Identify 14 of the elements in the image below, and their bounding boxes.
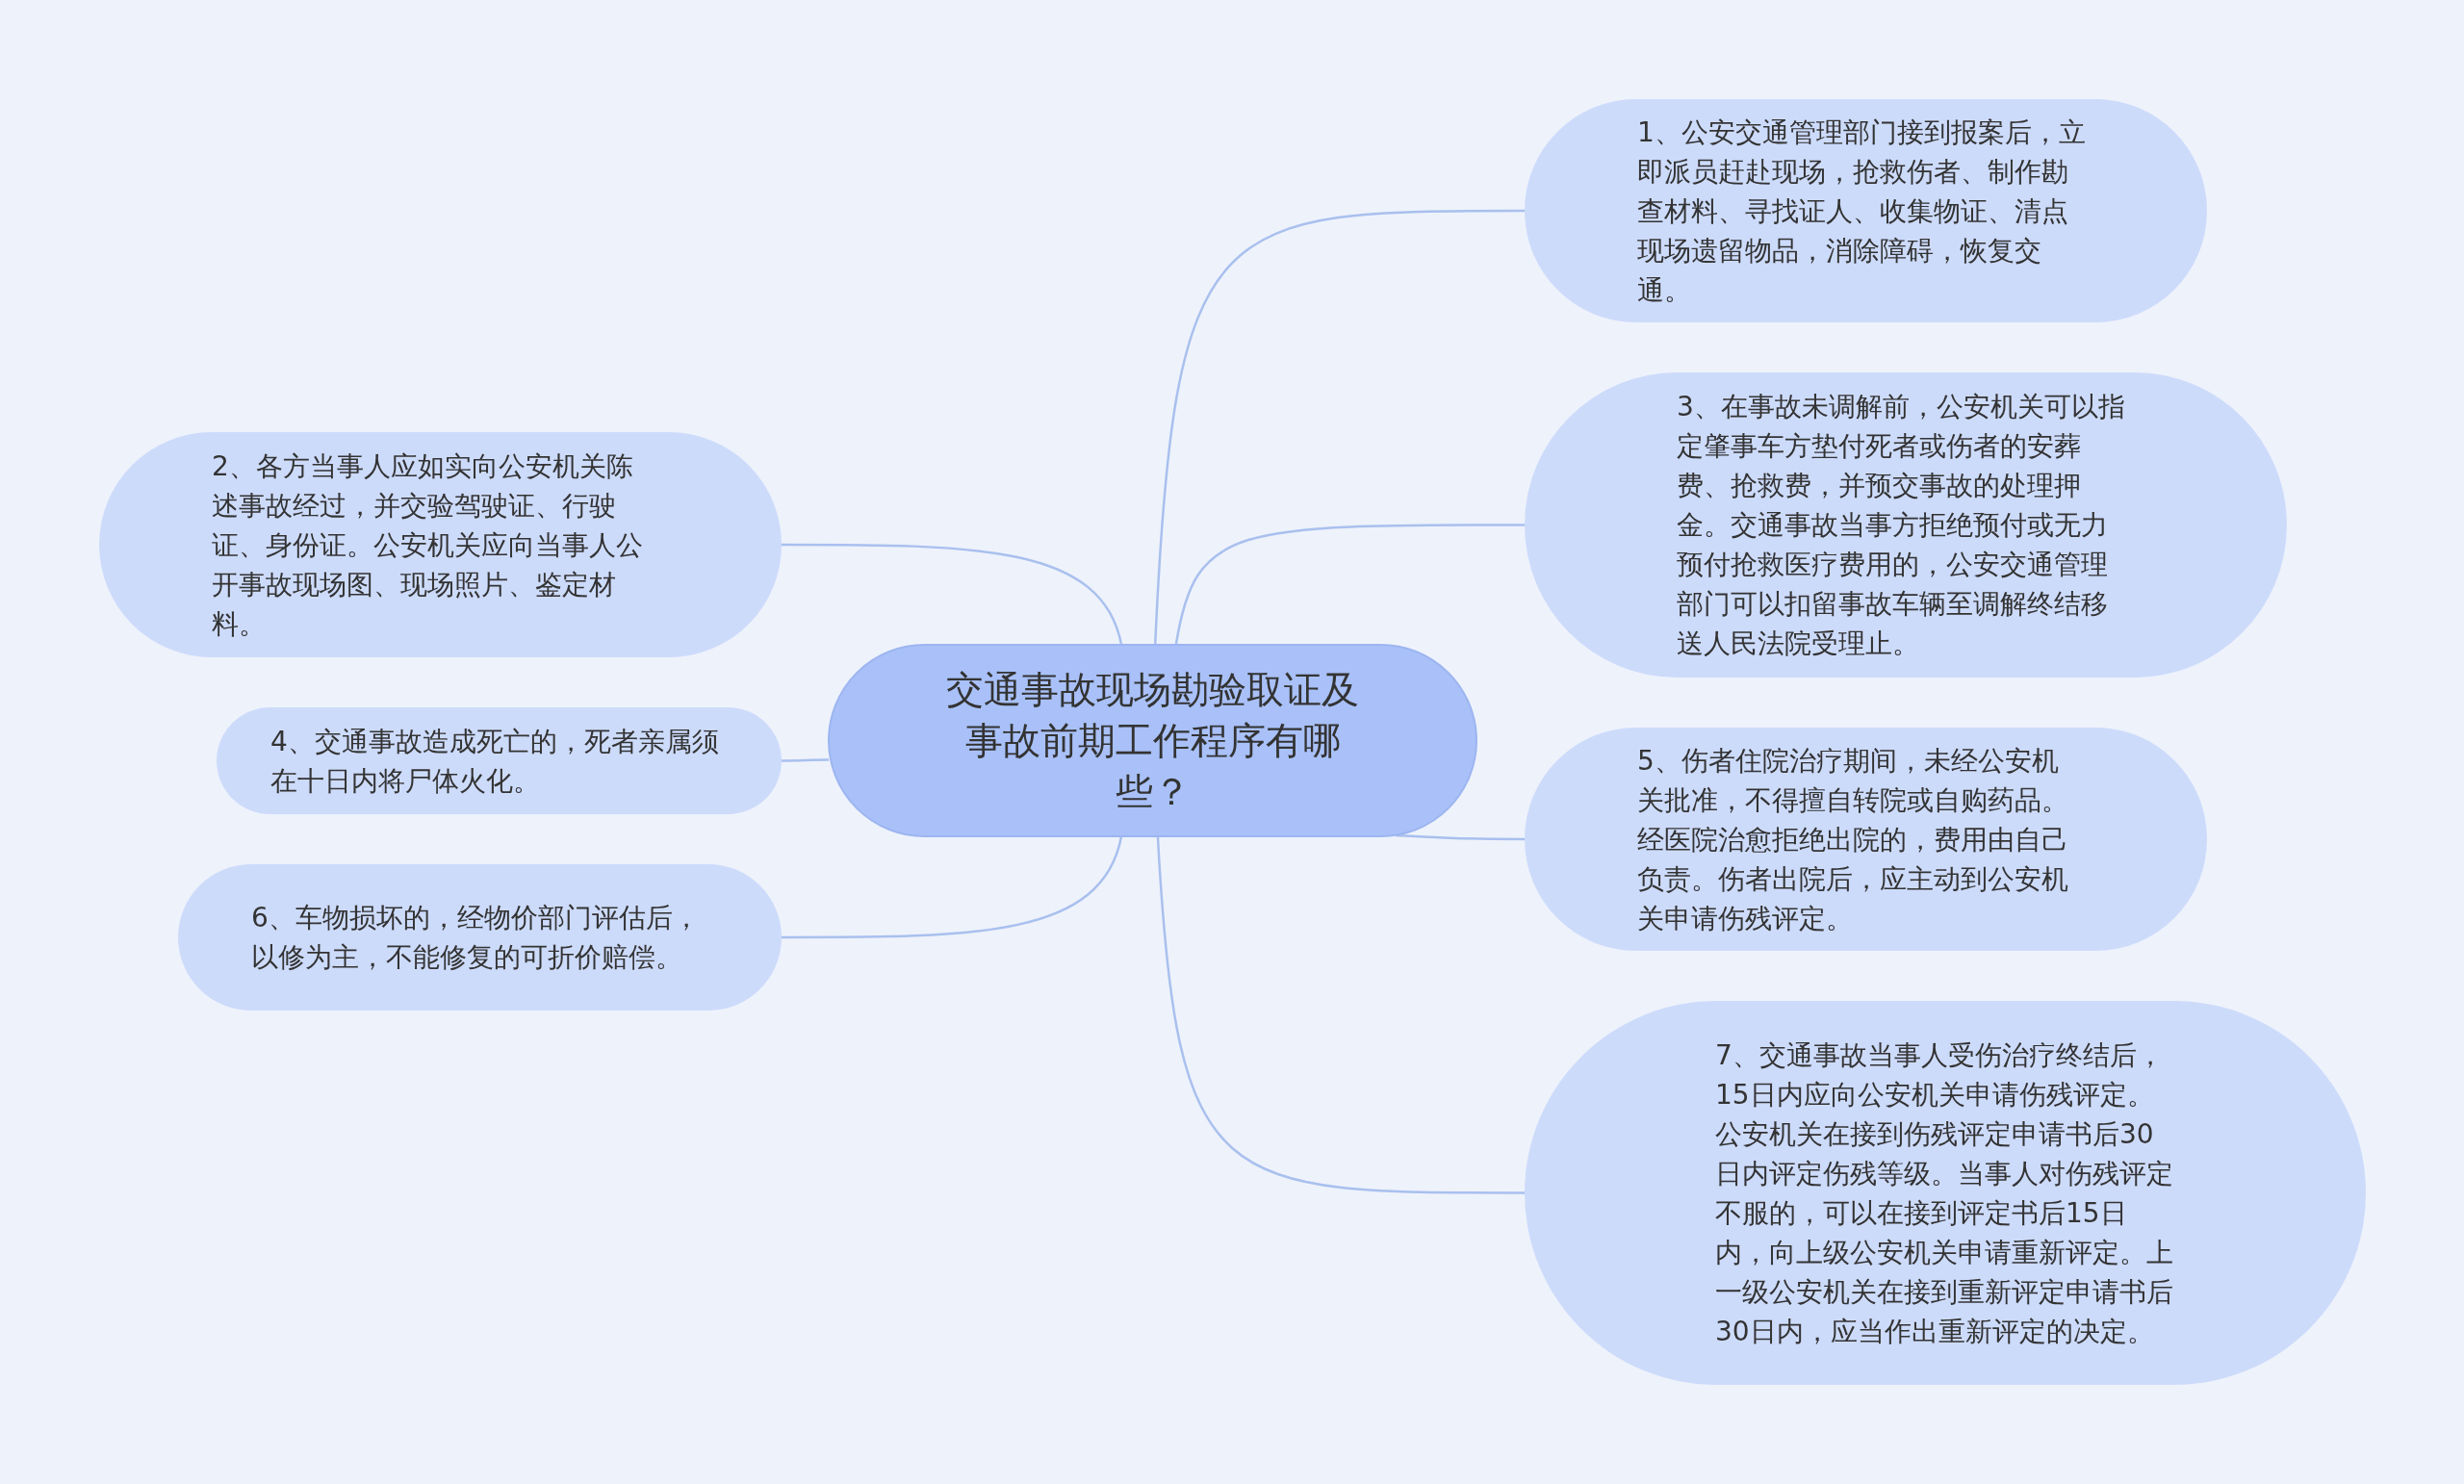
topic-bubble: 4、交通事故造成死亡的，死者亲属须在十日内将尸体火化。 [217, 707, 782, 814]
topic-bubble: 7、交通事故当事人受伤治疗终结后，15日内应向公安机关申请伤残评定。公安机关在接到伤残评定申请书后30日内评定伤残等级。当事人对伤残评定不服的，可以在接到评定书后15日内，向上级公安机关申请重新评定。上一级公安机关在接到重新评定申请书后30日内，应当作出重新评定的决定。 [1525, 1001, 2366, 1385]
connector-line [1174, 524, 1525, 646]
connector-line [782, 758, 829, 762]
connector-line [782, 543, 1123, 646]
connector-line [782, 835, 1123, 939]
connector-line [1156, 835, 1525, 1194]
topic-bubble: 1、公安交通管理部门接到报案后，立即派员赶赴现场，抢救伤者、制作勘查材料、寻找证人、收集物证、清点现场遗留物品，消除障碍，恢复交通。 [1525, 99, 2207, 322]
central-topic: 交通事故现场勘验取证及事故前期工作程序有哪些？ [828, 644, 1477, 837]
topic-bubble: 5、伤者住院治疗期间，未经公安机关批准，不得擅自转院或自购药品。经医院治愈拒绝出院的，费用由自己负责。伤者出院后，应主动到公安机关申请伤残评定。 [1525, 728, 2207, 951]
connector-line [1153, 209, 1525, 646]
topic-bubble: 6、车物损坏的，经物价部门评估后，以修为主，不能修复的可折价赔偿。 [178, 864, 782, 1011]
topic-bubble: 3、在事故未调解前，公安机关可以指定肇事车方垫付死者或伤者的安葬费、抢救费，并预交事故的处理押金。交通事故当事方拒绝预付或无力预付抢救医疗费用的，公安交通管理部门可以扣留事故车辆至调解终结移送人民法院受理止。 [1525, 372, 2287, 678]
topic-bubble: 2、各方当事人应如实向公安机关陈述事故经过，并交验驾驶证、行驶证、身份证。公安机关应向当事人公开事故现场图、现场照片、鉴定材料。 [99, 432, 782, 657]
